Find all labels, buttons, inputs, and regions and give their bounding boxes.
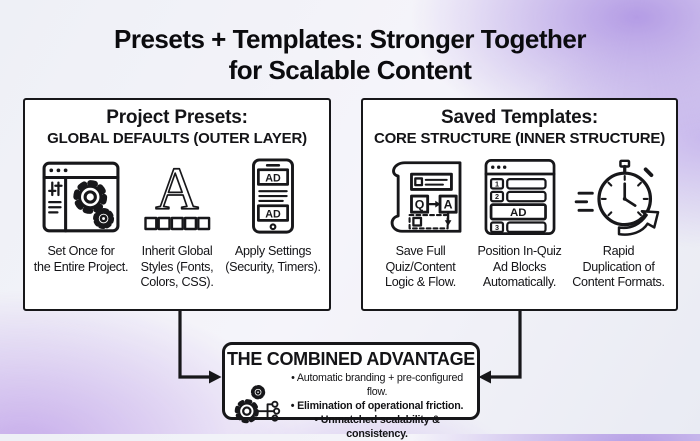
page-title: Presets + Templates: Stronger Together f… [0,24,700,86]
phone-ad-top-label: AD [265,172,281,184]
left-col-3: AD AD Apply Settings (Security, Timers). [225,156,321,291]
left-connector-line [178,311,209,379]
a-box-label: A [443,197,452,211]
left-col-2: A Inherit Global Styles (Fonts, Colors, … [129,156,225,291]
rapid-duplication-stopwatch-icon [574,159,659,236]
bullet-automatic-branding: • Automatic branding + pre-configured fl… [291,371,463,398]
block-number-1: 1 [495,179,499,188]
typography-icon: A [144,159,211,231]
left-panel-subheading: GLOBAL DEFAULTS (OUTER LAYER) [47,129,307,147]
q-box-label: Q [414,197,424,211]
right-arrowhead [478,370,491,384]
left-panel-heading: Project Presets: [106,107,248,128]
left-col-1: Set Once for the Entire Project. [33,156,129,291]
combined-advantage-title: THE COMBINED ADVANTAGE [226,349,476,369]
bullet-unmatched-scalability: • Unmatched scalability & consistency. [314,414,440,441]
caption-set-once: Set Once for the Entire Project. [33,243,129,274]
saved-templates-panel: Saved Templates: CORE STRUCTURE (INNER S… [361,98,678,311]
caption-apply-settings: Apply Settings (Security, Timers). [225,243,321,274]
right-col-2: 1 2 AD 3 Position In-Quiz Ad Blocks Auto… [470,156,569,291]
right-col-1: Q A Save Full Quiz/Content Logic & Flow. [371,156,470,291]
gears-integration-icon [234,385,281,424]
right-panel-heading: Saved Templates: [441,107,598,128]
settings-browser-icon [42,161,120,233]
inquiz-ad-label: AD [510,207,527,219]
combined-advantage-bullets: • Automatic branding + pre-configured fl… [283,371,471,441]
quiz-flow-scroll-icon: Q A [390,161,461,233]
right-panel-subheading: CORE STRUCTURE (INNER STRUCTURE) [373,129,666,147]
block-number-2: 2 [495,192,499,201]
left-arrowhead [209,370,222,384]
block-number-3: 3 [495,223,499,232]
page-title-line2: for Scalable Content [228,55,472,86]
phone-ads-icon: AD AD [252,158,294,234]
page-title-line1: Presets + Templates: Stronger Together [113,24,587,54]
ad-blocks-list-icon: 1 2 AD 3 [484,158,555,235]
combined-advantage-box: THE COMBINED ADVANTAGE • Automatic brand… [222,342,480,440]
right-col-3: Rapid Duplication of Content Formats. [569,156,668,291]
right-connector-line [491,311,522,379]
caption-save-flow: Save Full Quiz/Content Logic & Flow. [385,243,456,290]
caption-inherit-styles: Inherit Global Styles (Fonts, Colors, CS… [140,243,214,290]
right-icon-row: Q A Save Full Quiz/Content Logic & Flow. [363,156,676,291]
left-icon-row: Set Once for the Entire Project. A Inher… [25,156,329,291]
project-presets-panel: Project Presets: GLOBAL DEFAULTS (OUTER … [23,98,331,311]
caption-rapid-duplication: Rapid Duplication of Content Formats. [572,243,665,290]
letter-a-glyph: A [155,159,198,222]
caption-position-ads: Position In-Quiz Ad Blocks Automatically… [477,243,562,290]
bullet-elimination-friction: • Elimination of operational friction. [290,400,464,413]
phone-ad-bottom-label: AD [265,208,281,220]
